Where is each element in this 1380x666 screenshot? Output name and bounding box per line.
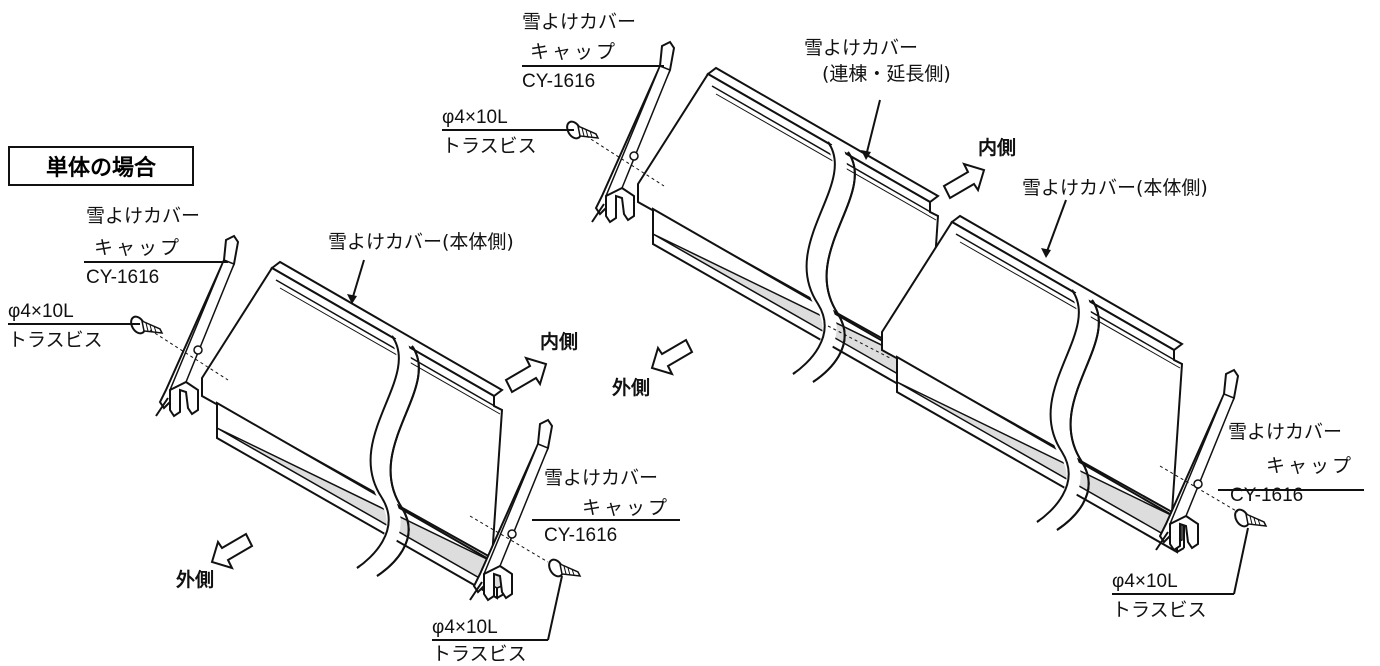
left-cap2-suffix: キャップ bbox=[582, 497, 671, 519]
right-cap-name: 雪よけカバー bbox=[1228, 421, 1343, 443]
right-cap-code: CY-1616 bbox=[1230, 485, 1304, 506]
left-assembly bbox=[8, 235, 680, 641]
left-cap-suffix: キャップ bbox=[94, 237, 183, 259]
right-cap-suffix: キャップ bbox=[1266, 455, 1355, 477]
left-cover-body-label: 雪よけカバー(本体側) bbox=[328, 231, 514, 253]
mid-screw-name: トラスビス bbox=[442, 135, 537, 157]
left-cap2-code: CY-1616 bbox=[544, 525, 618, 546]
left-cap2-name: 雪よけカバー bbox=[544, 467, 659, 489]
mid-screw-size: φ4×10L bbox=[442, 107, 508, 128]
case-title: 単体の場合 bbox=[8, 146, 194, 186]
mid-cap-suffix: キャップ bbox=[530, 41, 619, 63]
middle-assembly bbox=[442, 41, 985, 404]
mid-cap-code: CY-1616 bbox=[522, 71, 596, 92]
right-screw-name: トラスビス bbox=[1112, 599, 1207, 621]
left-cap-code: CY-1616 bbox=[86, 267, 160, 288]
mid-inside-label: 内側 bbox=[978, 137, 1017, 159]
left-outside-label: 外側 bbox=[176, 569, 215, 591]
right-screw-size: φ4×10L bbox=[1112, 571, 1178, 592]
left-inside-label: 内側 bbox=[540, 331, 579, 353]
left-screw2-size: φ4×10L bbox=[432, 617, 498, 638]
right-assembly bbox=[882, 199, 1364, 595]
mid-cover-ext-line1: 雪よけカバー bbox=[804, 37, 919, 59]
left-screw-name: トラスビス bbox=[8, 329, 103, 351]
right-cover-body-label: 雪よけカバー(本体側) bbox=[1022, 177, 1208, 199]
left-cap-name: 雪よけカバー bbox=[86, 205, 201, 227]
mid-cover-ext-line2: (連棟・延長側) bbox=[822, 63, 951, 85]
left-screw2-name: トラスビス bbox=[432, 643, 527, 665]
left-screw-size: φ4×10L bbox=[8, 301, 74, 322]
mid-cap-name: 雪よけカバー bbox=[522, 11, 637, 33]
mid-outside-label: 外側 bbox=[612, 377, 651, 399]
